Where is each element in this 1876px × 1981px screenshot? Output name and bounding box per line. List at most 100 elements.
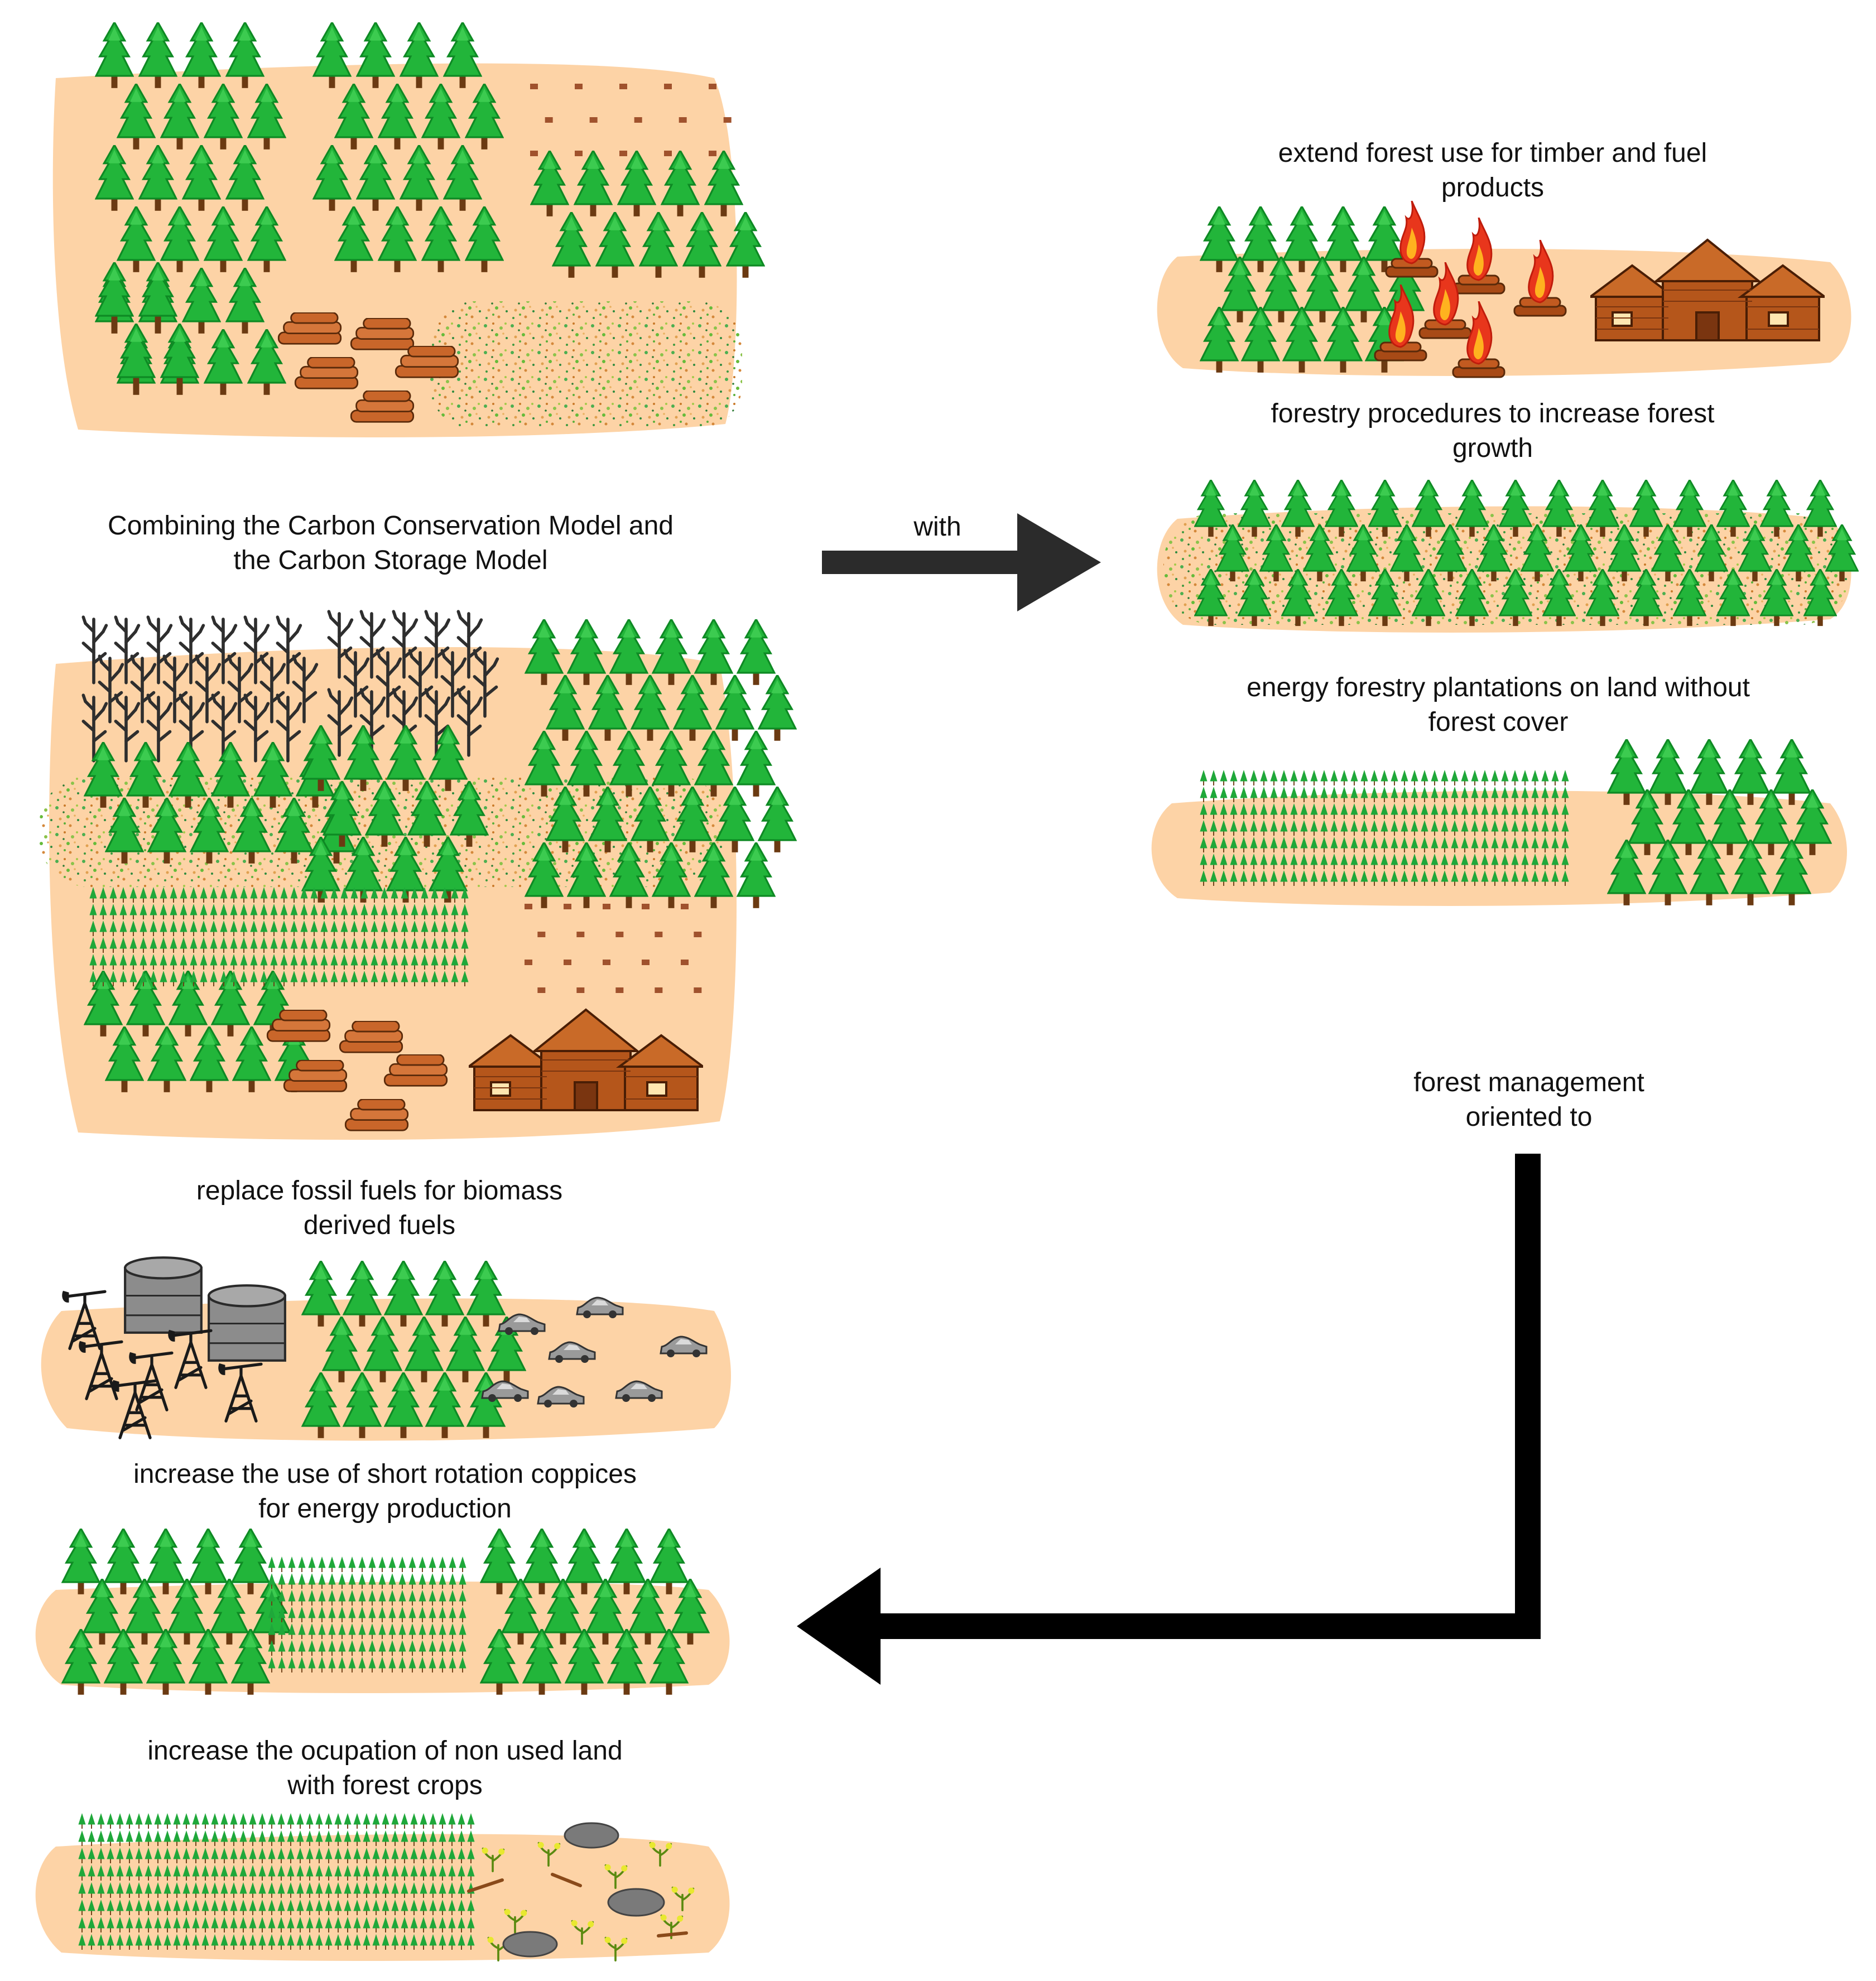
sapling-icon xyxy=(458,1813,465,1829)
sapling-icon xyxy=(277,1813,285,1829)
sapling-icon xyxy=(268,1556,276,1572)
sapling-icon xyxy=(1280,770,1288,785)
sapling-icon xyxy=(1491,770,1499,785)
sapling-icon xyxy=(1290,770,1298,785)
planting-mark xyxy=(664,151,672,156)
sapling-icon xyxy=(239,1813,247,1829)
tree-icon xyxy=(61,1529,100,1596)
sapling-icon xyxy=(334,1813,342,1829)
planting-mark xyxy=(530,151,538,156)
planting-mark xyxy=(530,84,538,89)
planting-mark xyxy=(709,84,716,89)
planting-mark xyxy=(642,960,650,965)
sapling-icon xyxy=(1561,770,1569,785)
sapling-icon xyxy=(439,1556,446,1572)
main-caption: Combining the Carbon Conservation Model … xyxy=(45,509,737,578)
sapling-icon xyxy=(258,1813,266,1829)
sapling-icon xyxy=(97,1813,105,1829)
sapling-icon xyxy=(1380,770,1388,785)
caption-fossil-fuels: replace fossil fuels for biomass derived… xyxy=(196,1176,563,1240)
sapling-icon xyxy=(429,1556,436,1572)
planting-mark xyxy=(575,151,583,156)
sapling-icon xyxy=(358,1556,366,1572)
main-caption-line-2: the Carbon Storage Model xyxy=(233,546,548,575)
sapling-icon xyxy=(1391,770,1398,785)
return-arrow xyxy=(797,1154,1541,1685)
sapling-icon xyxy=(410,1813,418,1829)
sapling-icon xyxy=(135,1813,143,1829)
sapling-icon xyxy=(429,1813,437,1829)
sapling-icon xyxy=(173,1813,181,1829)
sapling-icon xyxy=(308,1556,316,1572)
sapling-icon xyxy=(1511,770,1519,785)
sapling-icon xyxy=(448,1813,456,1829)
planting-mark xyxy=(537,932,546,937)
sapling-icon xyxy=(287,1813,295,1829)
planting-mark xyxy=(615,932,624,937)
planting-mark xyxy=(634,117,642,123)
stick-debris xyxy=(467,1873,688,1937)
sapling-icon xyxy=(401,1813,408,1829)
sapling-icon xyxy=(328,1556,336,1572)
tree-icon xyxy=(650,1529,689,1596)
planting-marks xyxy=(525,904,702,993)
panel-coppices xyxy=(35,1529,730,1696)
sapling-icon xyxy=(154,1813,162,1829)
sapling-icon xyxy=(338,1556,346,1572)
caption-energy-plantations: energy forestry plantations on land with… xyxy=(1247,673,1750,737)
sapling-icon xyxy=(449,1556,456,1572)
planting-mark xyxy=(709,151,716,156)
rock-icon xyxy=(564,1822,619,1849)
main-caption-line-1: Combining the Carbon Conservation Model … xyxy=(108,511,674,541)
sapling-icon xyxy=(126,1813,133,1829)
caption-non-used-land: increase the ocupation of non used land … xyxy=(147,1736,623,1800)
panel-energy-plantations xyxy=(1151,739,1847,907)
tree-icon xyxy=(1772,739,1811,806)
sapling-icon xyxy=(88,1830,95,1846)
rock-icon xyxy=(607,1888,665,1917)
sapling-icon xyxy=(1421,770,1428,785)
tree-icon xyxy=(758,787,797,854)
sapling-icon xyxy=(107,1813,114,1829)
sapling-icon xyxy=(420,1813,427,1829)
tree-icon xyxy=(758,675,797,742)
planting-mark xyxy=(564,960,571,965)
panel-forest-growth xyxy=(1157,480,1859,633)
sapling-icon xyxy=(268,1813,276,1829)
caption-timber-fuel: extend forest use for timber and fuel pr… xyxy=(1278,138,1707,203)
tree-icon xyxy=(1731,739,1770,806)
sapling-icon xyxy=(398,1556,406,1572)
sapling-icon xyxy=(1481,770,1489,785)
planting-mark xyxy=(681,960,689,965)
tree-icon xyxy=(146,1529,185,1596)
sapling-icon xyxy=(306,1813,314,1829)
sapling-icon xyxy=(298,1556,306,1572)
sapling-icon xyxy=(192,1813,200,1829)
sapling-icon xyxy=(353,1813,361,1829)
planting-mark xyxy=(619,151,627,156)
rock-icon xyxy=(502,1931,558,1958)
planting-mark xyxy=(603,904,610,909)
planting-mark xyxy=(619,84,627,89)
sapling-icon xyxy=(391,1813,399,1829)
sapling-icon xyxy=(325,1813,333,1829)
sapling-icon xyxy=(1320,770,1328,785)
panel-top-left-landscape xyxy=(52,22,765,437)
panel-middle-left-landscape xyxy=(39,611,797,1140)
sapling-icon xyxy=(315,1813,323,1829)
planting-mark xyxy=(694,932,702,937)
sapling-icon xyxy=(1210,770,1218,785)
oil-tank-icon xyxy=(125,1257,201,1333)
sapling-icon xyxy=(382,1813,389,1829)
sapling-icon xyxy=(1431,770,1439,785)
sapling-icon xyxy=(318,1556,326,1572)
planting-mark xyxy=(615,987,624,993)
planting-mark xyxy=(576,932,585,937)
planting-mark xyxy=(694,987,702,993)
sapling-icon xyxy=(163,1813,171,1829)
forest-management-label: forest management oriented to xyxy=(1413,1068,1644,1132)
sapling-icon xyxy=(182,1813,190,1829)
sapling-icon xyxy=(1461,770,1469,785)
planting-mark xyxy=(655,987,663,993)
with-arrow xyxy=(822,513,1101,611)
